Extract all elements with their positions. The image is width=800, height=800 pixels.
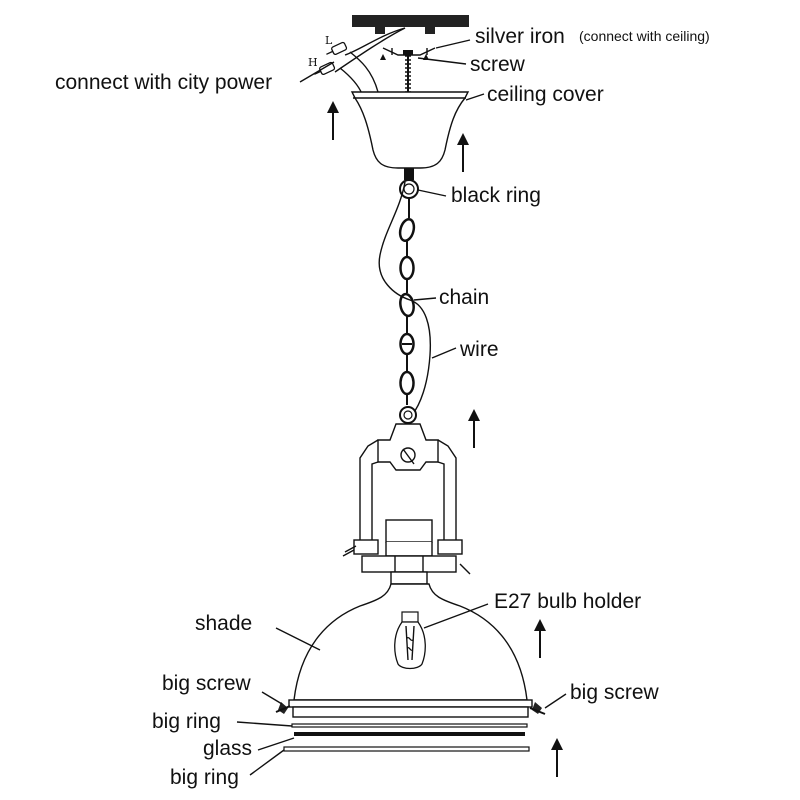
up-arrow-icon bbox=[457, 133, 469, 172]
up-arrow-icon bbox=[327, 101, 339, 140]
arrows bbox=[327, 101, 563, 777]
wire-along-chain bbox=[378, 181, 432, 416]
label-silver-iron: silver iron bbox=[475, 25, 565, 48]
label-big-screw-right: big screw bbox=[570, 681, 660, 704]
wire-h-label: H bbox=[308, 56, 318, 69]
label-silver-iron-note: (connect with ceiling) bbox=[579, 28, 710, 44]
label-big-ring-top: big ring bbox=[152, 710, 221, 733]
chain-links bbox=[398, 198, 416, 405]
power-wires: L H bbox=[308, 27, 406, 95]
big-screws bbox=[275, 702, 546, 715]
black-ring-bottom bbox=[399, 406, 417, 424]
label-ceiling-cover: ceiling cover bbox=[487, 83, 604, 106]
up-arrow-icon bbox=[534, 619, 546, 658]
label-big-screw-left: big screw bbox=[162, 672, 252, 695]
label-connect-city-power: connect with city power bbox=[55, 71, 272, 94]
wire-l-label: L bbox=[325, 34, 333, 47]
ring-glass-stack bbox=[283, 723, 530, 752]
label-chain: chain bbox=[439, 286, 489, 309]
ceiling-cover bbox=[350, 91, 470, 169]
e27-bulb bbox=[394, 611, 426, 670]
label-glass: glass bbox=[203, 737, 252, 760]
label-shade: shade bbox=[195, 612, 252, 635]
up-arrow-icon bbox=[468, 409, 480, 448]
label-screw: screw bbox=[470, 53, 526, 76]
hanger-frame bbox=[342, 423, 471, 585]
label-e27-bulb-holder: E27 bulb holder bbox=[494, 590, 641, 613]
ceiling-plate bbox=[352, 15, 469, 34]
label-big-ring-bottom: big ring bbox=[170, 766, 239, 789]
up-arrow-icon bbox=[551, 738, 563, 777]
label-black-ring: black ring bbox=[451, 184, 541, 207]
label-wire: wire bbox=[459, 338, 499, 361]
leader-lines bbox=[236, 39, 567, 776]
